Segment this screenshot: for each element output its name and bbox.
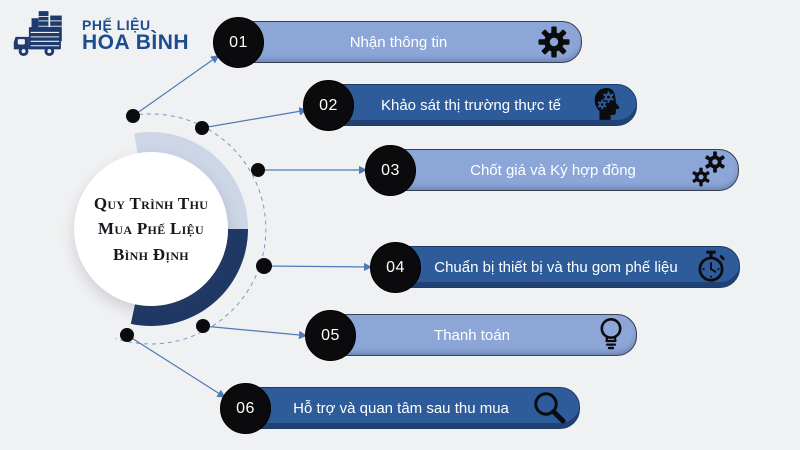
truck-buildings-icon — [13, 11, 62, 56]
progress-ring-light — [134, 132, 248, 229]
connector-line — [263, 262, 373, 272]
lightbulb-icon — [600, 318, 622, 350]
step-label: Thanh toán — [434, 326, 510, 344]
progress-ring-dark — [130, 229, 248, 327]
connector-dot — [120, 328, 134, 342]
logo-line2: HÒA BÌNH — [82, 31, 190, 55]
step-number: 04 — [386, 258, 405, 276]
step-bar-1: 01 Nhận thông tin — [213, 17, 582, 68]
connector-dot — [251, 163, 265, 177]
step-bar-3: 03 Chốt giá và Ký hợp đồng — [365, 145, 739, 196]
step-number: 01 — [229, 33, 248, 51]
step-number-badge: 01 — [213, 17, 264, 68]
step-bar-6: 06 Hỗ trợ và quan tâm sau thu mua — [220, 383, 580, 434]
step-bar-2: 02 Khảo sát thị trường thực tế — [303, 80, 637, 131]
step-number: 05 — [321, 326, 340, 344]
connector-dot — [196, 319, 210, 333]
orbit-dashed-arc — [115, 113, 267, 345]
step-label: Chuẩn bị thiết bị và thu gom phế liệu — [434, 258, 678, 276]
head-gears-icon — [594, 88, 620, 120]
orbit-dots — [120, 109, 272, 342]
process-title-circle: Quy Trình Thu Mua Phế Liệu Bình Định — [74, 152, 228, 306]
step-number-badge: 03 — [365, 145, 416, 196]
connector-dot — [126, 109, 140, 123]
process-title-line2: Mua Phế Liệu — [98, 219, 204, 239]
connector-dot — [195, 121, 209, 135]
company-logo: PHẾ LIỆU HÒA BÌNH — [12, 8, 189, 64]
logo-line1: PHẾ LIỆU — [82, 16, 151, 33]
step-number-badge: 05 — [305, 310, 356, 361]
connector-line — [201, 107, 308, 129]
connector-lines — [126, 55, 373, 398]
step-bar-5: 05 Thanh toán — [305, 310, 637, 361]
process-title-line1: Quy Trình Thu — [93, 193, 209, 213]
step-number: 02 — [319, 96, 338, 114]
connector-line — [132, 55, 220, 117]
step-number: 06 — [236, 399, 255, 417]
step-label: Chốt giá và Ký hợp đồng — [470, 161, 636, 179]
step-number: 03 — [381, 161, 400, 179]
step-label: Nhận thông tin — [349, 33, 448, 51]
connector-line — [202, 325, 308, 340]
step-number-badge: 04 — [370, 242, 421, 293]
step-label: Khảo sát thị trường thực tế — [380, 96, 561, 114]
double-gear-icon — [692, 151, 725, 187]
process-title: Quy Trình Thu Mua Phế Liệu Bình Định — [94, 191, 208, 268]
gear-icon — [538, 26, 570, 58]
step-bar-4: 04 Chuẩn bị thiết bị và thu gom phế liệu — [370, 242, 740, 293]
step-number-badge: 02 — [303, 80, 354, 131]
connector-dot — [256, 258, 272, 274]
step-label: Hỗ trợ và quan tâm sau thu mua — [293, 399, 509, 417]
process-title-line3: Bình Định — [113, 244, 189, 264]
stopwatch-icon — [698, 250, 725, 282]
connector-line — [126, 334, 226, 398]
magnifier-icon — [534, 392, 566, 424]
step-number-badge: 06 — [220, 383, 271, 434]
